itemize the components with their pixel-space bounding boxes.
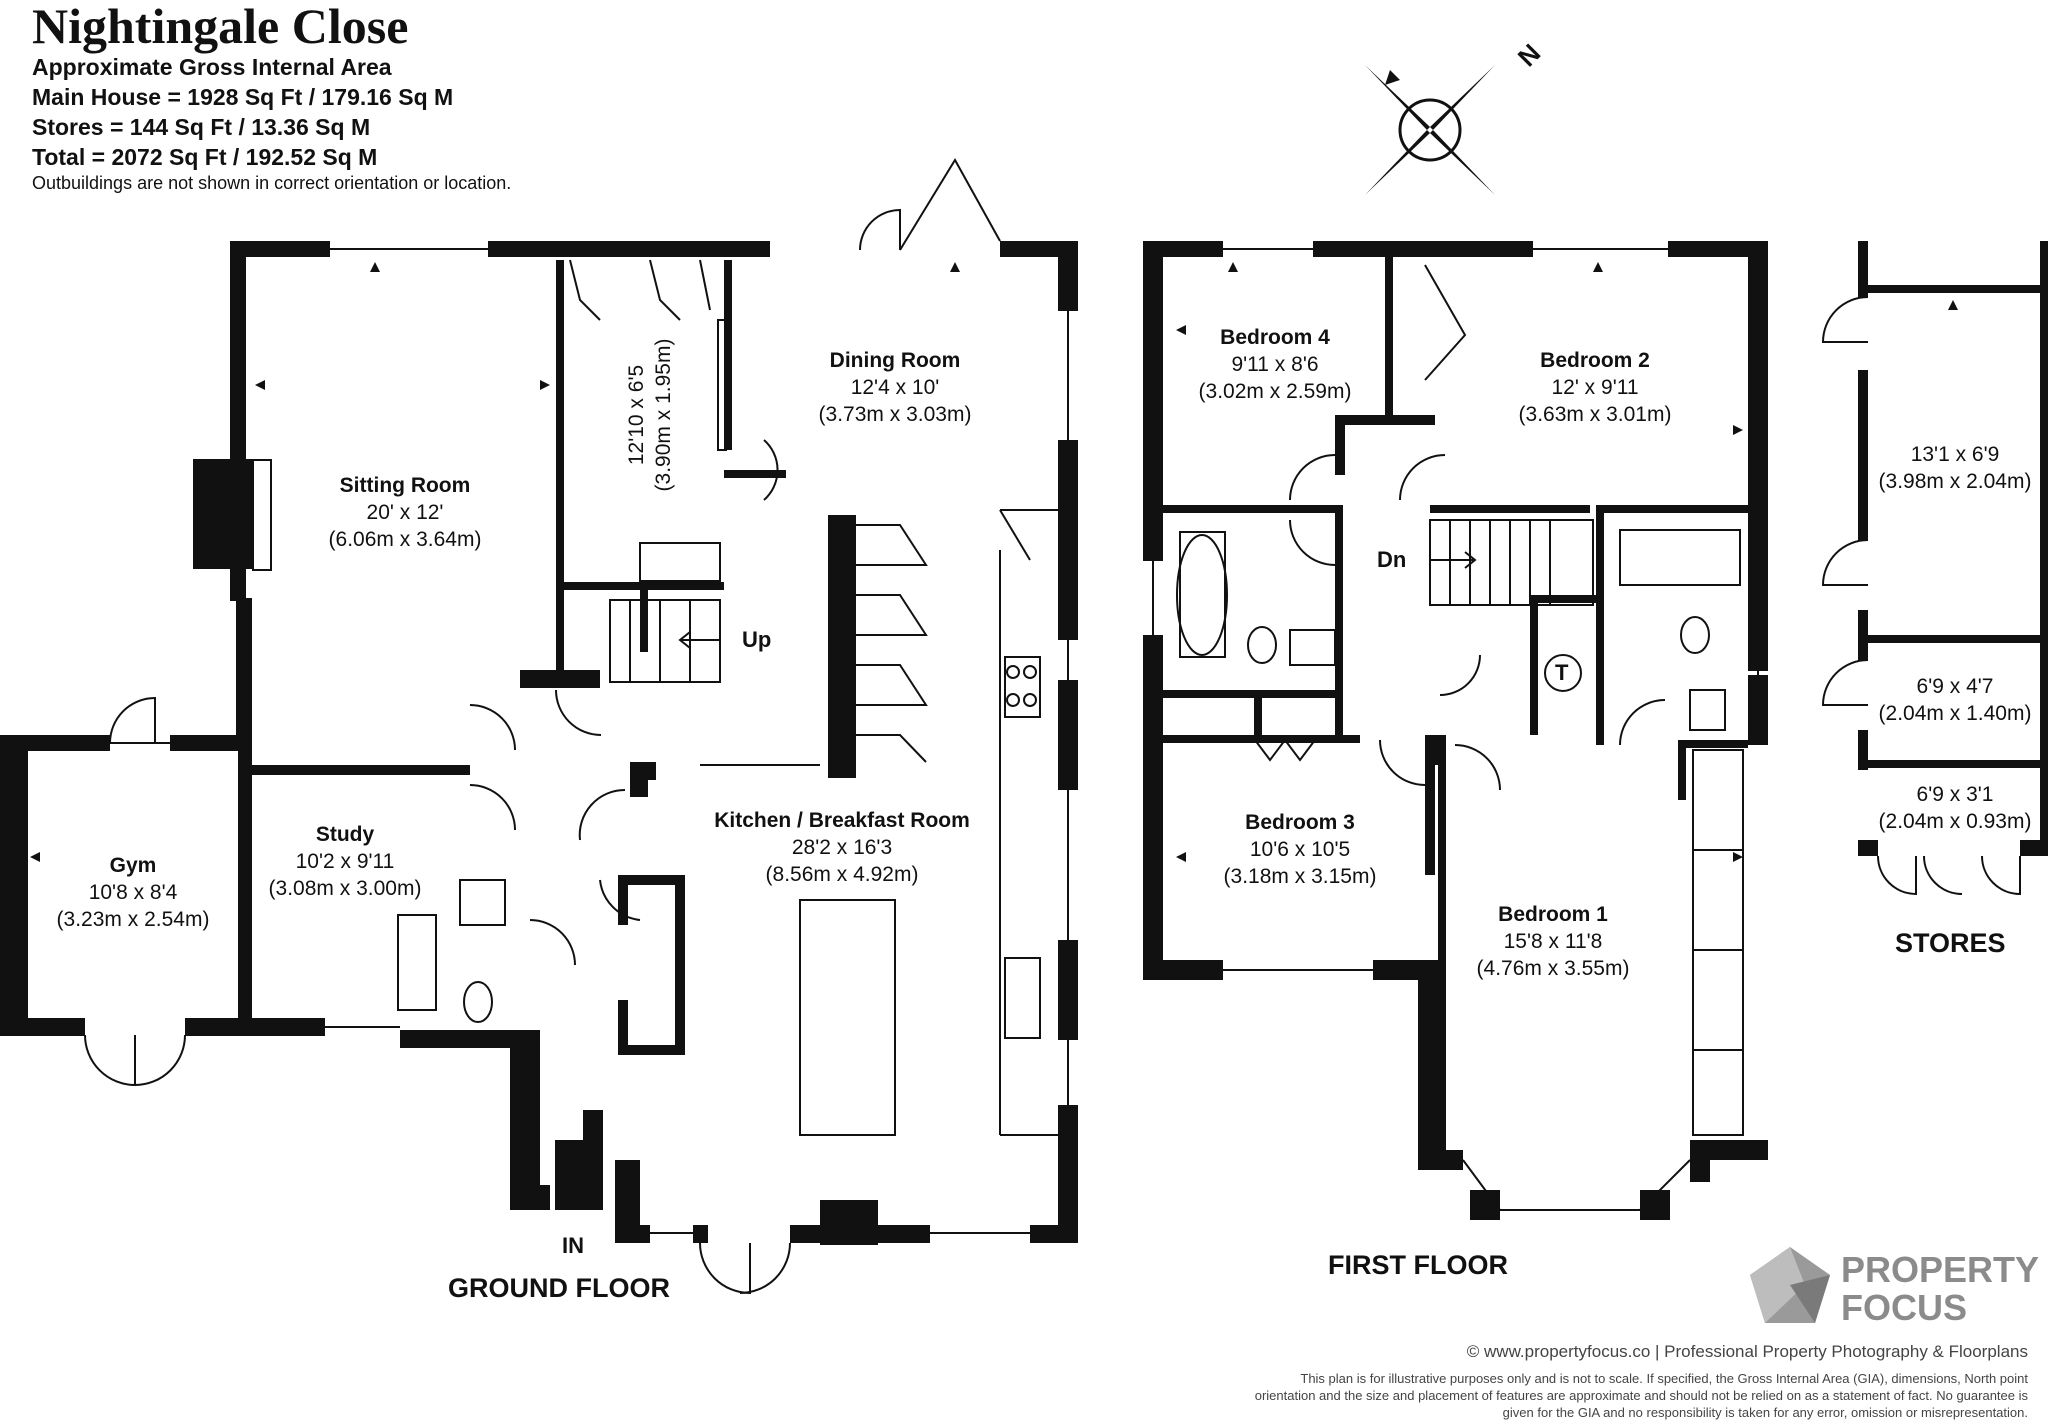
brand-logo: PROPERTY FOCUS [1745,1245,2039,1327]
property-title: Nightingale Close [32,0,409,54]
room-label-store-1: 13'1 x 6'9 (3.98m x 2.04m) [1878,443,2032,493]
plan-header: Nightingale Close Approximate Gross Inte… [32,0,511,194]
stores-walls [1858,241,2048,856]
room-label-bedroom-4: Bedroom 4 9'11 x 8'6 (3.02m x 2.59m) [1198,326,1352,403]
area-total: Total = 2072 Sq Ft / 192.52 Sq M [32,144,378,170]
entrance-label: IN [562,1233,584,1258]
area-stores: Stores = 144 Sq Ft / 13.36 Sq M [32,114,371,140]
outbuildings-note: Outbuildings are not shown in correct or… [32,173,512,193]
room-label-dining: Dining Room 12'4 x 10' (3.73m x 3.03m) [818,349,972,426]
area-main-house: Main House = 1928 Sq Ft / 179.16 Sq M [32,84,454,110]
room-label-bedroom-1: Bedroom 1 15'8 x 11'8 (4.76m x 3.55m) [1476,903,1630,980]
stairs-down-label: Dn [1377,547,1407,572]
stores-title: STORES [1895,928,2006,958]
room-label-store-2: 6'9 x 4'7 (2.04m x 1.40m) [1878,675,2032,725]
logo-mark-icon [1750,1247,1830,1323]
room-label-kitchen: Kitchen / Breakfast Room 28'2 x 16'3 (8.… [714,809,970,886]
stairs-up-label: Up [742,627,772,652]
room-label-bedroom-2: Bedroom 2 12' x 9'11 (3.63m x 3.01m) [1518,349,1672,426]
first-floor-walls [1143,241,1768,1220]
tank-label: T [1555,660,1569,685]
brand-name: PROPERTY FOCUS [1841,1249,2040,1328]
dimension-markers [30,262,1958,862]
room-label-study: Study 10'2 x 9'11 (3.08m x 3.00m) [268,823,422,900]
area-heading: Approximate Gross Internal Area [32,54,392,80]
room-label-gym: Gym 10'8 x 8'4 (3.23m x 2.54m) [56,854,210,931]
room-label-utility: 12'10 x 6'5 (3.90m x 1.95m) [625,338,675,492]
room-label-store-3: 6'9 x 3'1 (2.04m x 0.93m) [1878,783,2032,833]
ground-floor-walls [0,241,1078,1245]
room-label-sitting: Sitting Room 20' x 12' (6.06m x 3.64m) [328,474,482,551]
footer-disclaimer: This plan is for illustrative purposes o… [1254,1371,2028,1420]
footer-credit: © www.propertyfocus.co | Professional Pr… [1466,1342,2028,1361]
compass-rose [1365,65,1495,195]
first-floor-title: FIRST FLOOR [1328,1250,1508,1280]
room-label-bedroom-3: Bedroom 3 10'6 x 10'5 (3.18m x 3.15m) [1223,811,1377,888]
ground-floor-title: GROUND FLOOR [448,1273,670,1303]
